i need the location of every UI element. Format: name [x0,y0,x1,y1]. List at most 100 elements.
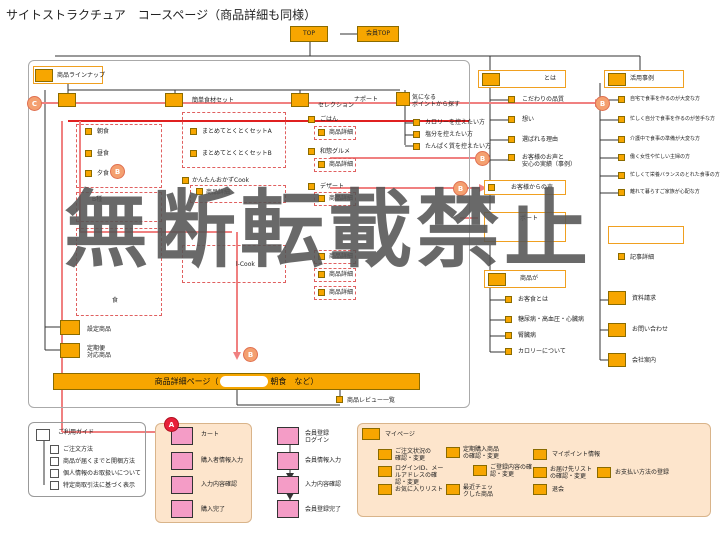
col3-item-5: デザート [320,183,345,190]
about-item-3: 選ばれる理由 [522,136,559,143]
company-box [608,353,626,367]
qa-item-square-2 [505,316,512,323]
usage-item-6: 離れて暮らすご家族が心配な方 [630,189,700,195]
about-item-4: お客様のお声と 安心の実績（事例） [522,154,577,169]
usage-item-square-5 [618,172,625,179]
guide-item-3: 個人情報のお取扱いについて [63,470,141,477]
register-complete-box [277,500,299,518]
teiki-label: 定期便 対応商品 [87,345,112,360]
cart-confirm-label: 入力内容確認 [201,481,238,488]
col2-kantan-square [182,177,189,184]
buyer-info-box [171,452,193,470]
route-marker-b-1: B [110,164,125,179]
guide-item-2: 商品が届くまでと開梱方法 [63,458,136,465]
usage-item-2: 忙しく自分で食事を作るのが苦手な方 [630,116,716,122]
concern-item-3: たんぱく質を控えたい方 [425,143,492,150]
col3-item-square-7 [318,253,325,260]
concern-item-2: 塩分を控えたい方 [425,131,474,138]
about-item-square-4 [508,154,515,161]
about-header [478,70,566,88]
lineup-col2-dashed-2 [190,185,286,203]
mypage-item-10: お支払い方法の登録 [615,469,670,476]
member-info-label: 会員情報入力 [305,457,342,464]
col2-item-1: まとめてとくとくセットA [202,128,272,135]
mypage-title-box [362,428,380,440]
concern-box [396,92,410,106]
guide-item-1: ご注文方法 [63,446,94,453]
about-item-square-1 [508,96,515,103]
about-item-5-square [488,273,506,286]
lineup-col2-box [165,93,183,107]
col3-item-square-3 [308,148,315,155]
lineup-col2-dashed-3 [182,245,286,283]
mypage-item-box-5 [473,465,487,476]
mypage-item-9: 退会 [552,486,565,493]
usage-item-square-6 [618,189,625,196]
voice-label: お客様からの声 [511,184,554,191]
review-square [336,396,343,403]
usage-item-square-4 [618,154,625,161]
guide-title-square [36,429,50,441]
lineup-col2-dashed [182,112,286,168]
qa-item-3: 腎臓病 [518,332,537,339]
col3-dashed-5 [314,268,356,282]
col2-kantan-item-square [196,188,203,195]
mypage-item-box-6 [446,484,460,495]
lineup-col1-dashed-2 [76,192,162,222]
left-item-square-1 [85,128,92,135]
mypage-item-box-1 [378,449,392,460]
usage-title: 活用事例 [630,75,655,82]
register-login-box [277,427,299,445]
voice-header [484,180,566,195]
detail-prefix: 商品詳細ページ（ [154,377,219,386]
usage-item-square-3 [618,136,625,143]
purchase-complete-label: 購入完了 [201,506,226,513]
usage-item-square-1 [618,96,625,103]
usage-square [608,73,626,86]
col3-item-2: 商品詳細 [329,129,354,136]
settei-label: 設定商品 [87,326,112,333]
mypage-item-box-4 [446,447,460,458]
mypage-item-2: ログインID、メールアドレスの確認・変更 [395,465,444,487]
article-label: 記事詳細 [630,254,655,261]
about-item-square-2 [508,116,515,123]
usage-item-4: 働く女性や忙しい主婦の方 [630,154,691,160]
col2-item-square-2 [190,150,197,157]
register-confirm-box [277,476,299,494]
guide-item-square-4 [50,481,59,490]
mypage-item-8: お届け先リストの確認・変更 [550,466,593,481]
article-box [608,226,684,244]
col3-item-square-8 [318,271,325,278]
support-label: ナポート [354,96,379,103]
mypage-item-box-7 [533,449,547,460]
concern-title: 気になる ポイントから探す [412,94,461,109]
col3-item-1: ごはん [320,116,339,123]
left-item-5: 食 [112,297,119,304]
settei-box [60,320,80,335]
col3-dashed-4 [314,250,356,264]
about-item-square-3 [508,136,515,143]
col3-dashed-1 [314,126,356,140]
lineup-col1-box [58,93,76,107]
col3-item-9: 商品詳細 [329,289,354,296]
mypage-item-box-8 [533,467,547,478]
col3-item-4: 商品詳細 [329,161,354,168]
concern-item-1: カロリーを控えたい方 [425,119,486,126]
qa-item-2: 糖尿病・高血圧・心臓病 [518,316,585,323]
col2-kantan: かんたんおかずCook [192,177,250,184]
col3-item-8: 商品詳細 [329,271,354,278]
lineup-title-square [35,69,53,82]
col3-dashed-3 [314,192,356,206]
left-item-square-3 [85,170,92,177]
usage-item-square-2 [618,116,625,123]
qa-box [484,212,566,242]
col3-dashed-6 [314,286,356,300]
contact-box [608,323,626,337]
guide-item-square-2 [50,457,59,466]
shiryo-box [608,291,626,305]
col2-item-2: まとめてとくとくセットB [202,150,272,157]
guide-item-square-3 [50,469,59,478]
detail-blank [220,376,269,387]
about-item-1: こだわりの品質 [522,96,565,103]
route-marker-c: C [27,96,42,111]
